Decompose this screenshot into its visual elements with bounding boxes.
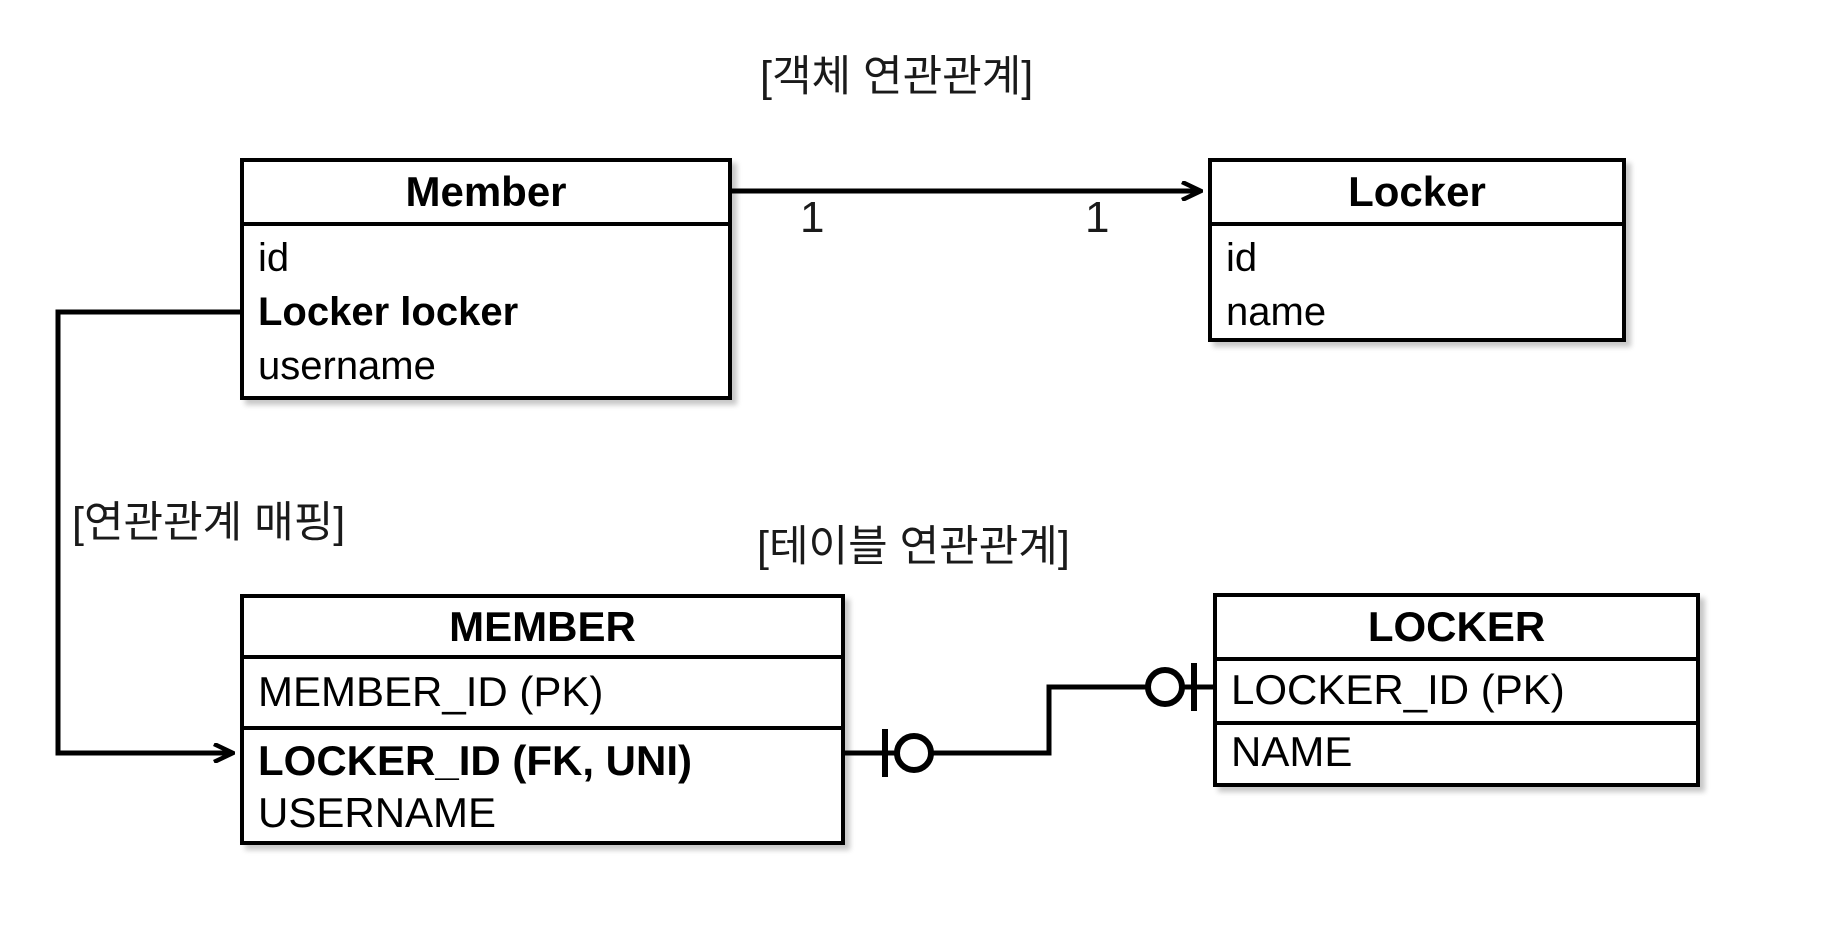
class-box-locker[interactable]: Locker id name xyxy=(1208,158,1626,342)
column-row: MEMBER_ID (PK) xyxy=(258,668,604,715)
table-box-member-pk-section: MEMBER_ID (PK) xyxy=(244,655,841,726)
table-box-locker-columns-section: NAME xyxy=(1217,721,1696,783)
multiplicity-target: 1 xyxy=(1085,193,1110,242)
field-row: username xyxy=(258,344,436,388)
class-box-member[interactable]: Member id Locker locker username xyxy=(240,158,732,400)
field-row: id xyxy=(258,236,290,280)
class-box-locker-title: Locker xyxy=(1348,168,1486,215)
class-box-member-title: Member xyxy=(405,168,567,215)
mapping-section-title: [연관관계 매핑] xyxy=(72,499,346,547)
column-row: USERNAME xyxy=(258,789,497,836)
table-section-title: [테이블 연관관계] xyxy=(757,523,1070,571)
column-row: NAME xyxy=(1231,728,1353,775)
table-box-member-columns-section: LOCKER_ID (FK, UNI) USERNAME xyxy=(244,726,841,845)
table-box-locker-pk-section: LOCKER_ID (PK) xyxy=(1217,657,1696,721)
field-row: name xyxy=(1226,290,1327,334)
table-box-member[interactable]: MEMBER MEMBER_ID (PK) LOCKER_ID (FK, UNI… xyxy=(240,594,845,845)
field-row: Locker locker xyxy=(258,290,519,334)
class-box-member-fields: id Locker locker username xyxy=(244,222,728,396)
field-row: id xyxy=(1226,236,1258,280)
table-box-locker-title: LOCKER xyxy=(1367,603,1546,650)
table-box-locker[interactable]: LOCKER LOCKER_ID (PK) NAME xyxy=(1213,593,1700,787)
table-box-member-title: MEMBER xyxy=(449,602,636,650)
table-relationship-line xyxy=(845,663,1213,777)
object-section-title: [객체 연관관계] xyxy=(760,53,1034,101)
column-row: LOCKER_ID (PK) xyxy=(1231,666,1565,713)
column-row: LOCKER_ID (FK, UNI) xyxy=(258,737,692,784)
multiplicity-source: 1 xyxy=(800,193,825,242)
class-box-locker-fields: id name xyxy=(1212,222,1622,342)
